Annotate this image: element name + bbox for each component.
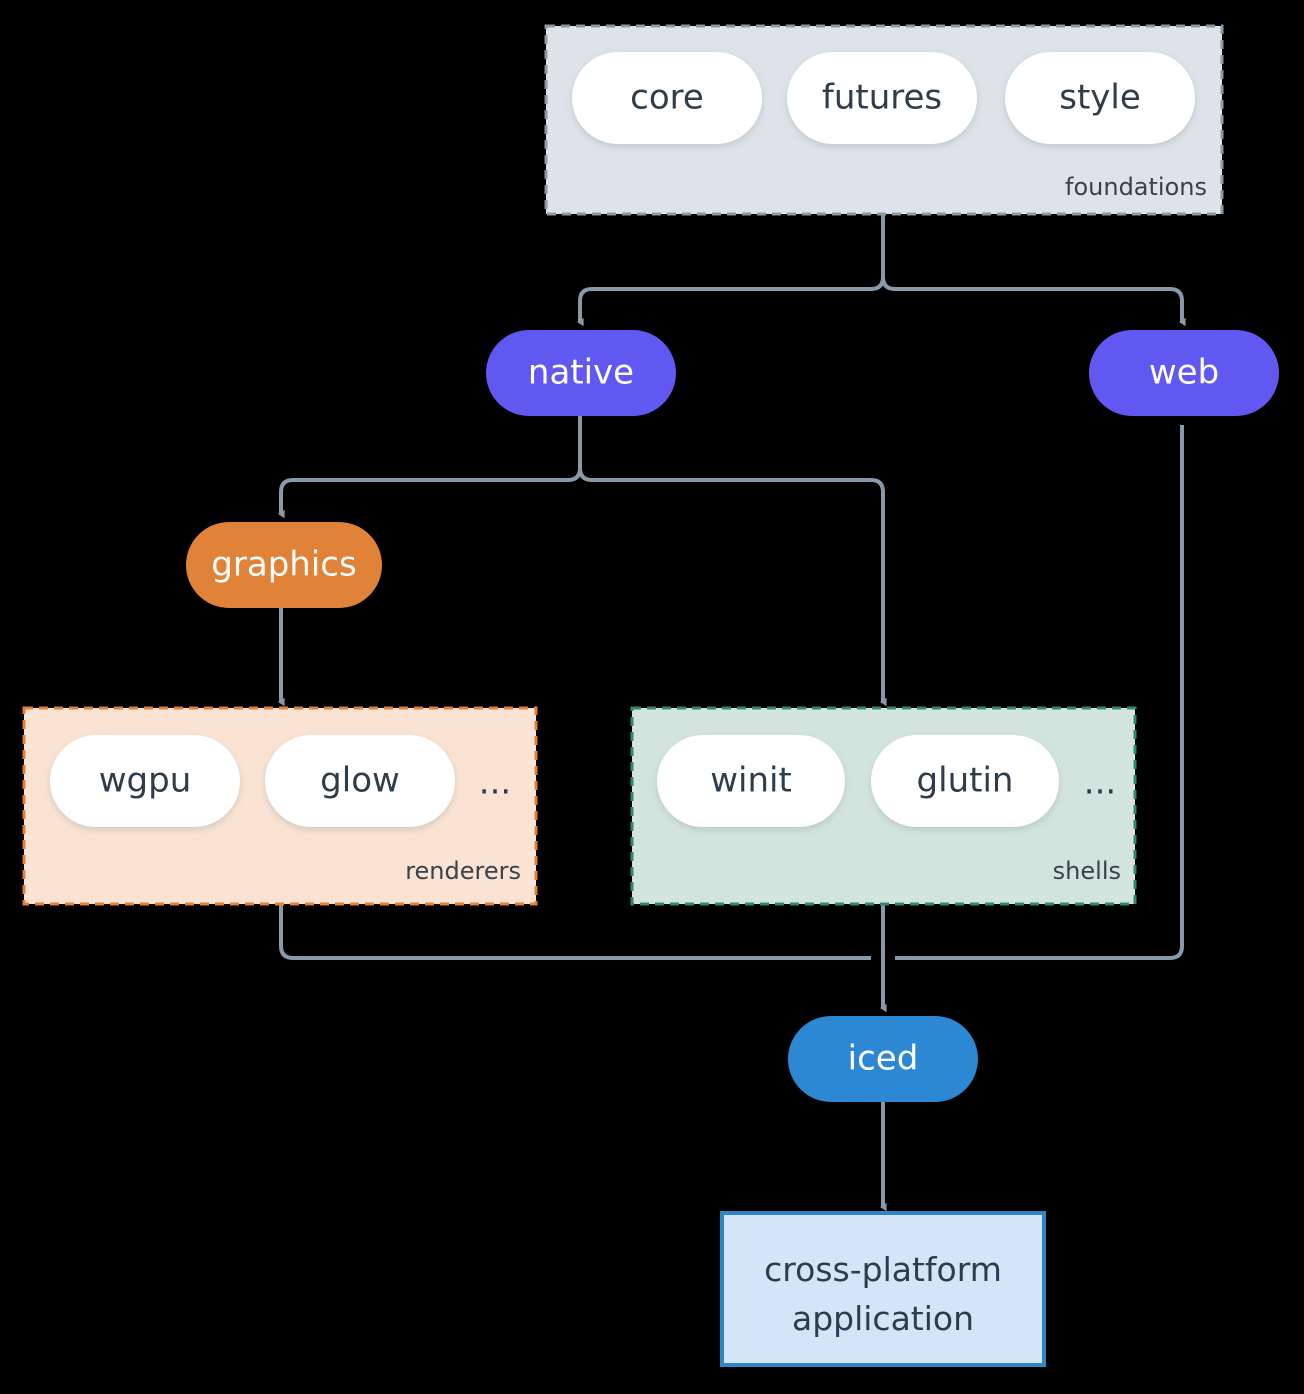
pill-style-label: style: [1059, 78, 1141, 118]
group-shells-caption: shells: [1053, 857, 1121, 885]
shells-ellipsis: ...: [1084, 763, 1116, 803]
node-native[interactable]: native: [486, 330, 676, 416]
group-foundations: core futures style foundations: [544, 24, 1224, 216]
pill-winit-label: winit: [710, 761, 792, 801]
application-box-label-line1: cross-platform: [764, 1250, 1002, 1289]
edge-web-to-iced: [895, 425, 1184, 960]
pill-style[interactable]: style: [1005, 52, 1195, 144]
group-renderers-caption: renderers: [405, 857, 521, 885]
node-iced-shape: [788, 1016, 978, 1102]
node-native-shape: [486, 330, 676, 416]
node-web[interactable]: web: [1089, 330, 1279, 416]
node-graphics[interactable]: graphics: [186, 522, 382, 608]
group-foundations-caption: foundations: [1065, 173, 1207, 201]
pill-glutin-label: glutin: [917, 761, 1014, 801]
edge-native-to-shells: [578, 467, 887, 707]
pill-glow-shape: [265, 735, 455, 827]
node-graphics-label: graphics: [211, 545, 356, 585]
pill-glutin[interactable]: glutin: [871, 735, 1059, 827]
renderers-ellipsis: ...: [479, 763, 511, 803]
application-box-label-line2: application: [792, 1299, 974, 1338]
node-native-label: native: [528, 353, 634, 393]
pill-glow[interactable]: glow: [265, 735, 455, 827]
pill-futures-shape: [787, 52, 977, 144]
node-graphics-shape: [186, 522, 382, 608]
pill-winit-shape: [657, 735, 845, 827]
group-renderers: wgpu glow ... renderers: [22, 706, 538, 906]
pill-wgpu-shape: [50, 735, 240, 827]
pill-wgpu[interactable]: wgpu: [50, 735, 240, 827]
pill-style-shape: [1005, 52, 1195, 144]
pill-glow-label: glow: [320, 761, 400, 801]
edge-foundations-to-web: [881, 276, 1186, 327]
edge-renderers-to-iced: [279, 905, 871, 960]
group-shells: winit glutin ... shells: [630, 706, 1137, 906]
node-cross-platform-application[interactable]: cross-platform application: [720, 1211, 1046, 1367]
edge-layer: [277, 215, 1186, 1212]
node-web-shape: [1089, 330, 1279, 416]
edge-foundations-to-native: [576, 276, 885, 327]
pill-core-label: core: [630, 78, 704, 118]
pill-core[interactable]: core: [572, 52, 762, 144]
pill-winit[interactable]: winit: [657, 735, 845, 827]
node-iced-label: iced: [848, 1039, 919, 1079]
node-iced[interactable]: iced: [788, 1016, 978, 1102]
pill-wgpu-label: wgpu: [99, 761, 192, 801]
application-box-shape: [720, 1211, 1046, 1367]
pill-futures-label: futures: [822, 78, 942, 118]
node-web-label: web: [1149, 353, 1219, 393]
pill-glutin-shape: [871, 735, 1059, 827]
edge-native-to-graphics: [277, 467, 582, 519]
pill-futures[interactable]: futures: [787, 52, 977, 144]
pill-core-shape: [572, 52, 762, 144]
